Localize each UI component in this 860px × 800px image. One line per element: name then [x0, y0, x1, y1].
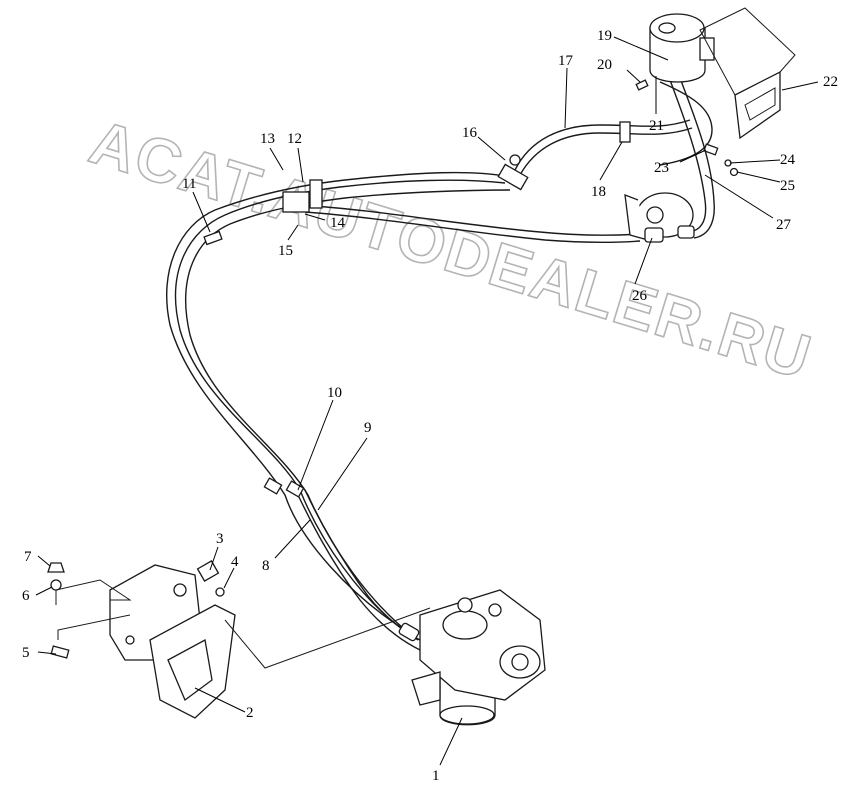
callout-4: 4	[231, 554, 239, 570]
callout-5: 5	[22, 645, 30, 661]
callout-13: 13	[260, 131, 275, 147]
bracket-22	[699, 7, 796, 140]
hose-clamps	[203, 179, 323, 498]
callout-19: 19	[597, 28, 612, 44]
callout-15: 15	[278, 243, 293, 259]
hose-bundle-main	[166, 77, 715, 651]
callout-17: 17	[558, 53, 574, 69]
steering-gear	[398, 589, 546, 726]
callout-24: 24	[780, 152, 796, 168]
callout-7: 7	[24, 549, 32, 565]
callout-18: 18	[591, 184, 606, 200]
callout-14: 14	[330, 215, 346, 231]
steering-pump	[624, 192, 695, 243]
callout-27: 27	[776, 217, 792, 233]
callout-22: 22	[823, 74, 838, 90]
assembly-lines	[55, 579, 431, 669]
callout-9: 9	[364, 420, 372, 436]
callout-25: 25	[780, 178, 795, 194]
callout-12: 12	[287, 131, 302, 147]
mounting-fasteners	[47, 560, 225, 659]
callout-6: 6	[22, 588, 30, 604]
callout-3: 3	[216, 531, 224, 547]
hose-fitting-18	[619, 121, 631, 143]
callout-1: 1	[432, 768, 440, 784]
callout-10: 10	[327, 385, 342, 401]
callout-26: 26	[632, 288, 648, 304]
callout-16: 16	[462, 125, 478, 141]
callout-21: 21	[649, 118, 664, 134]
callout-20: 20	[597, 57, 612, 73]
callout-8: 8	[262, 558, 270, 574]
leader-lines	[35, 36, 819, 766]
mounting-bracket	[109, 564, 236, 719]
callout-11: 11	[182, 176, 196, 192]
callout-2: 2	[246, 705, 254, 721]
callout-labels: 1 2 3 4 5 6 7 8 9 10 11 12 13 14 15 16 1…	[22, 28, 838, 784]
hose-fitting-16	[497, 154, 529, 191]
callout-23: 23	[654, 160, 669, 176]
oil-reservoir	[649, 13, 715, 83]
bracket-12	[282, 191, 310, 213]
